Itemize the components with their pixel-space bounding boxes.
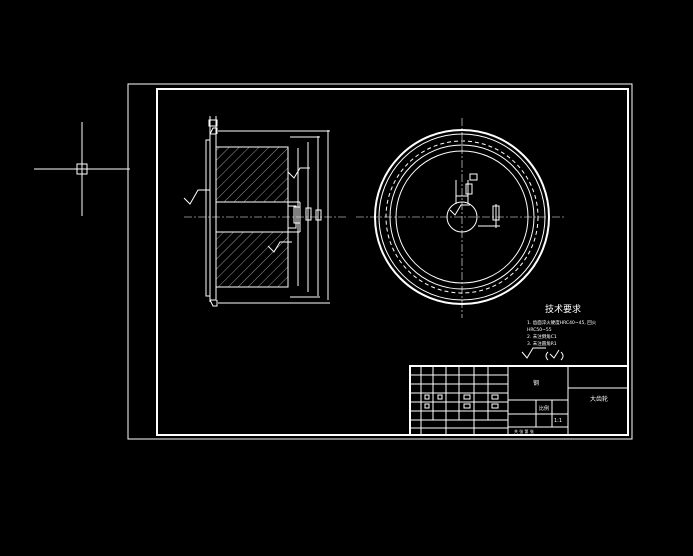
tech-req-item-1: 1. 齿面淬火硬度HRC40~45, 回火: [527, 319, 597, 326]
sheet-inner-border: [156, 88, 629, 436]
title-scale-label: 比例: [539, 405, 549, 412]
tech-req-item-2: HRC50~55: [527, 327, 552, 333]
section-hatch-upper: [215, 146, 289, 203]
sheet-outer-border: [127, 83, 633, 440]
front-view: [356, 118, 566, 318]
title-block: 钢 大齿轮 比例 1:1 共 张 第 张: [409, 365, 629, 436]
tech-req-heading: 技术要求: [545, 303, 581, 315]
tech-req-item-3: 2. 未注倒角C1: [527, 333, 557, 340]
title-part-name: 大齿轮: [590, 395, 608, 403]
technical-requirements: 技术要求 1. 齿面淬火硬度HRC40~45, 回火 HRC50~55 2. 未…: [521, 303, 597, 361]
crosshair-cursor-icon: [34, 122, 130, 216]
section-hatch-lower: [215, 231, 289, 288]
section-view: [183, 116, 348, 307]
title-sheet: 共 张 第 张: [514, 428, 534, 434]
tech-req-item-4: 3. 未注圆角R1: [527, 340, 557, 347]
title-ratio: 1:1: [554, 418, 562, 424]
title-material: 钢: [533, 379, 539, 387]
